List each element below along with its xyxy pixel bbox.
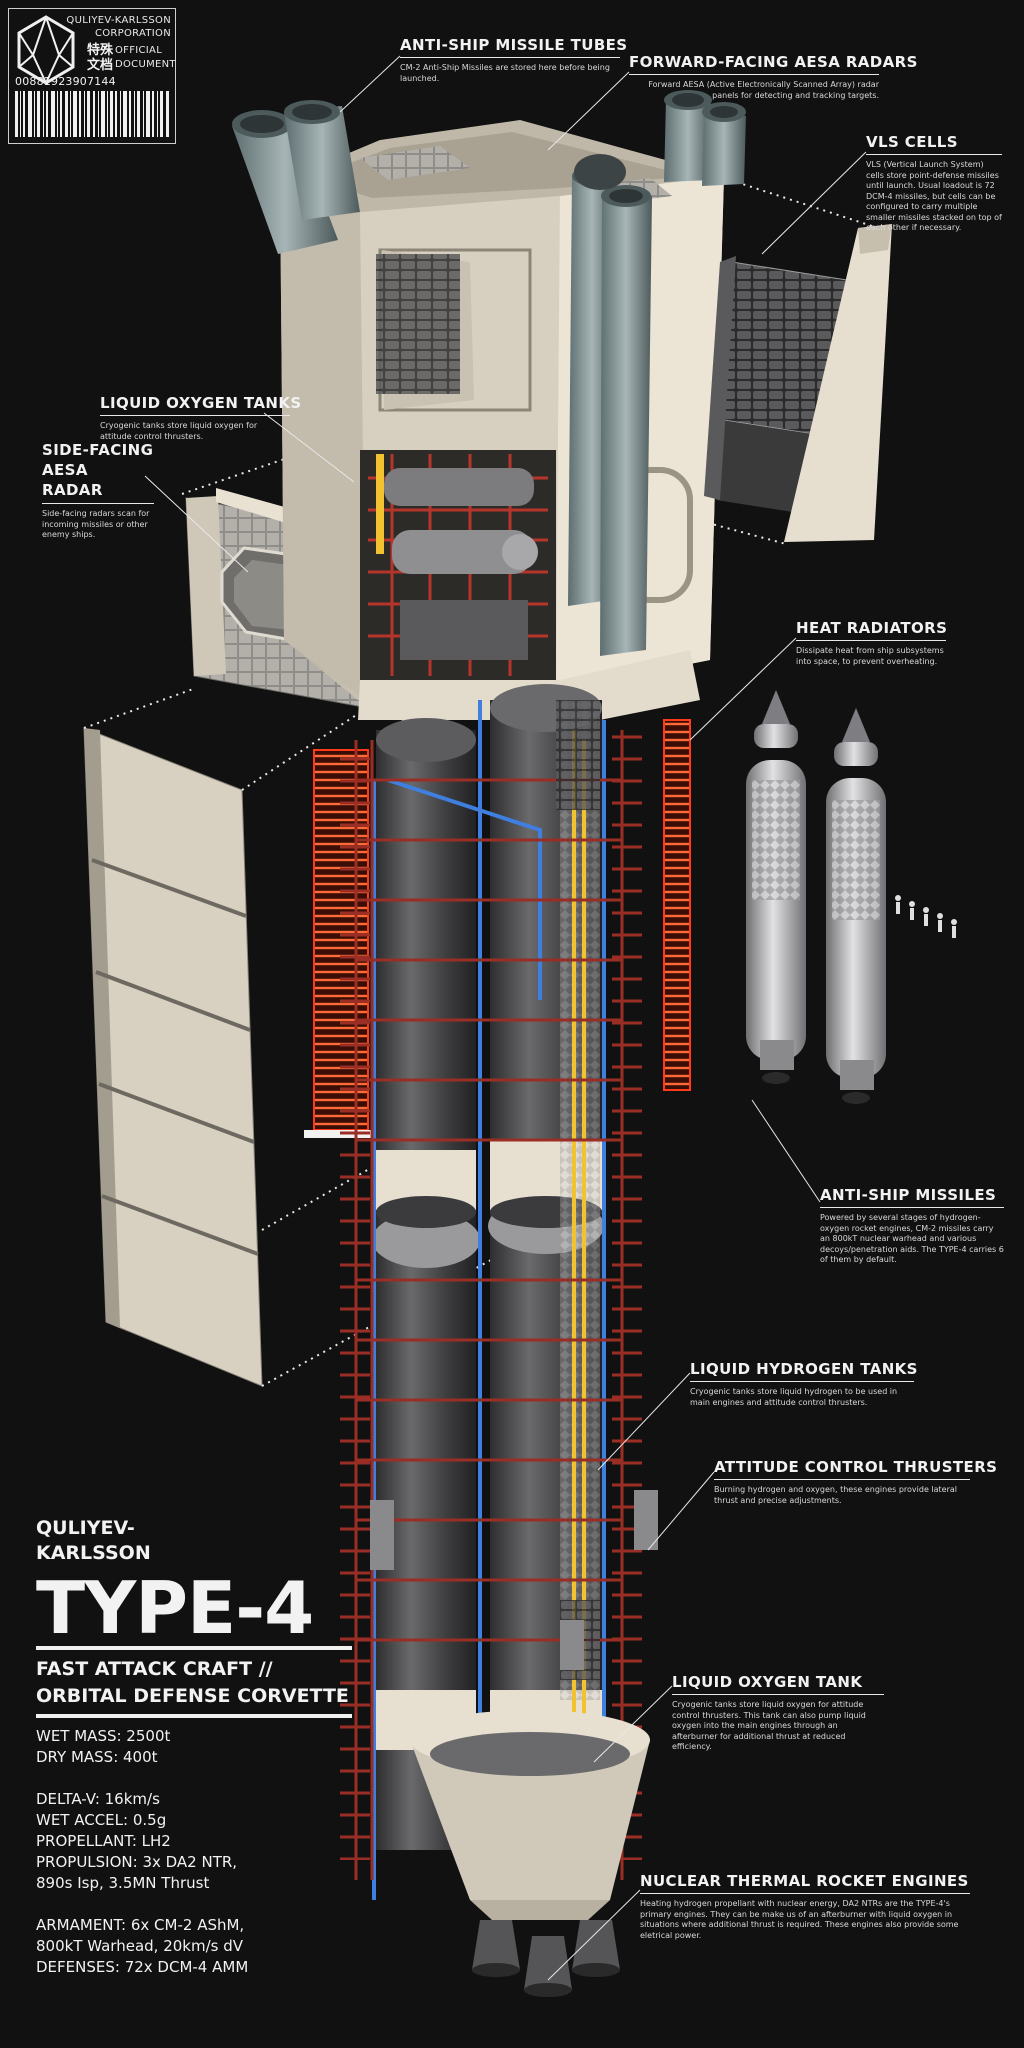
callout-attitude-control-thrusters: ATTITUDE CONTROL THRUSTERS Burning hydro… — [714, 1458, 997, 1506]
callout-anti-ship-missile-tubes: ANTI-SHIP MISSILE TUBES CM-2 Anti-Ship M… — [400, 36, 627, 84]
spec-armament-detail: 800kT Warhead, 20km/s dV — [36, 1937, 244, 1955]
callout-liquid-hydrogen-tanks: LIQUID HYDROGEN TANKS Cryogenic tanks st… — [690, 1360, 917, 1408]
corporate-stamp: QULIYEV-KARLSSON CORPORATION 特殊文档 OFFICI… — [8, 8, 176, 144]
callout-anti-ship-missiles: ANTI-SHIP MISSILES Powered by several st… — [820, 1186, 1004, 1266]
callout-text: Burning hydrogen and oxygen, these engin… — [714, 1485, 958, 1505]
spec-wet-mass: WET MASS: 2500t — [36, 1727, 171, 1745]
stamp-serial: 00881923907144 — [15, 75, 116, 88]
aft-section — [410, 1710, 650, 1997]
hull-tank-section — [340, 684, 658, 1900]
spec-list: WET MASS: 2500t DRY MASS: 400t DELTA-V: … — [36, 1726, 356, 1978]
spec-propulsion: PROPULSION: 3x DA2 NTR, — [36, 1853, 238, 1871]
spec-delta-v: DELTA-V: 16km/s — [36, 1790, 160, 1808]
callout-side-aesa-radar: SIDE-FACING AESA RADAR Side-facing radar… — [42, 440, 154, 541]
callout-vls-cells: VLS CELLS VLS (Vertical Launch System) c… — [866, 133, 1002, 234]
detached-side-panel — [83, 727, 263, 1387]
callout-text: Cryogenic tanks store liquid oxygen for … — [100, 421, 258, 441]
barcode-icon — [15, 91, 169, 137]
anti-ship-missiles — [746, 690, 957, 1104]
faceted-gem-icon — [17, 15, 75, 85]
stamp-document: DOCUMENT — [115, 59, 176, 70]
callout-title: SIDE-FACING AESA RADAR — [42, 440, 154, 504]
callout-heat-radiators: HEAT RADIATORS Dissipate heat from ship … — [796, 619, 947, 667]
callout-title: FORWARD-FACING AESA RADARS — [629, 53, 917, 75]
callout-text: Cryogenic tanks store liquid oxygen for … — [672, 1700, 866, 1751]
spec-armament: ARMAMENT: 6x CM-2 AShM, — [36, 1916, 245, 1934]
spec-dry-mass: DRY MASS: 400t — [36, 1748, 158, 1766]
callout-text: Dissipate heat from ship subsystems into… — [796, 646, 944, 666]
callout-liquid-oxygen-tanks: LIQUID OXYGEN TANKS Cryogenic tanks stor… — [100, 394, 301, 442]
callout-ntr-engines: NUCLEAR THERMAL ROCKET ENGINES Heating h… — [640, 1872, 970, 1941]
spec-defenses: DEFENSES: 72x DCM-4 AMM — [36, 1958, 249, 1976]
spec-role-line2: ORBITAL DEFENSE CORVETTE — [36, 1685, 349, 1707]
callout-text: CM-2 Anti-Ship Missiles are stored here … — [400, 63, 610, 83]
stamp-official: OFFICIAL — [115, 45, 163, 56]
callout-title: VLS CELLS — [866, 133, 1002, 155]
stamp-kanji: 特殊文档 — [86, 43, 113, 73]
callout-title: NUCLEAR THERMAL ROCKET ENGINES — [640, 1872, 970, 1894]
callout-text: Heating hydrogen propellant with nuclear… — [640, 1899, 959, 1940]
stamp-company-line2: CORPORATION — [94, 28, 171, 39]
spec-manufacturer: QULIYEV-KARLSSON — [36, 1517, 151, 1564]
callout-liquid-oxygen-tank: LIQUID OXYGEN TANK Cryogenic tanks store… — [672, 1673, 884, 1753]
spec-role-line1: FAST ATTACK CRAFT // — [36, 1658, 273, 1680]
spec-wet-accel: WET ACCEL: 0.5g — [36, 1811, 167, 1829]
callout-title: LIQUID OXYGEN TANK — [672, 1673, 884, 1695]
spec-propulsion-detail: 890s Isp, 3.5MN Thrust — [36, 1874, 210, 1892]
callout-title: HEAT RADIATORS — [796, 619, 947, 641]
callout-text: Side-facing radars scan for incoming mis… — [42, 509, 150, 539]
vls-module — [704, 224, 892, 542]
callout-title: LIQUID OXYGEN TANKS — [100, 394, 301, 416]
spec-role: FAST ATTACK CRAFT // ORBITAL DEFENSE COR… — [36, 1656, 356, 1710]
callout-title: ANTI-SHIP MISSILES — [820, 1186, 1004, 1208]
leader-lines — [144, 55, 867, 1981]
callout-title: ANTI-SHIP MISSILE TUBES — [400, 36, 627, 58]
spec-propellant: PROPELLANT: LH2 — [36, 1832, 171, 1850]
callout-text: Powered by several stages of hydrogen-ox… — [820, 1213, 1004, 1264]
callout-text: Forward AESA (Active Electronically Scan… — [648, 80, 879, 100]
callout-title: LIQUID HYDROGEN TANKS — [690, 1360, 917, 1382]
stamp-company-line1: QULIYEV-KARLSSON — [66, 15, 171, 26]
missile-tubes — [232, 90, 746, 656]
spec-divider — [36, 1714, 352, 1718]
spec-sheet: QULIYEV-KARLSSON TYPE-4 FAST ATTACK CRAF… — [36, 1516, 356, 1978]
callout-title: ATTITUDE CONTROL THRUSTERS — [714, 1458, 997, 1480]
callout-text: Cryogenic tanks store liquid hydrogen to… — [690, 1387, 898, 1407]
callout-text: VLS (Vertical Launch System) cells store… — [866, 160, 1002, 232]
spec-divider — [36, 1646, 352, 1650]
spec-model-name: TYPE-4 — [36, 1566, 314, 1650]
callout-forward-aesa-radars: FORWARD-FACING AESA RADARS Forward AESA … — [629, 53, 917, 101]
